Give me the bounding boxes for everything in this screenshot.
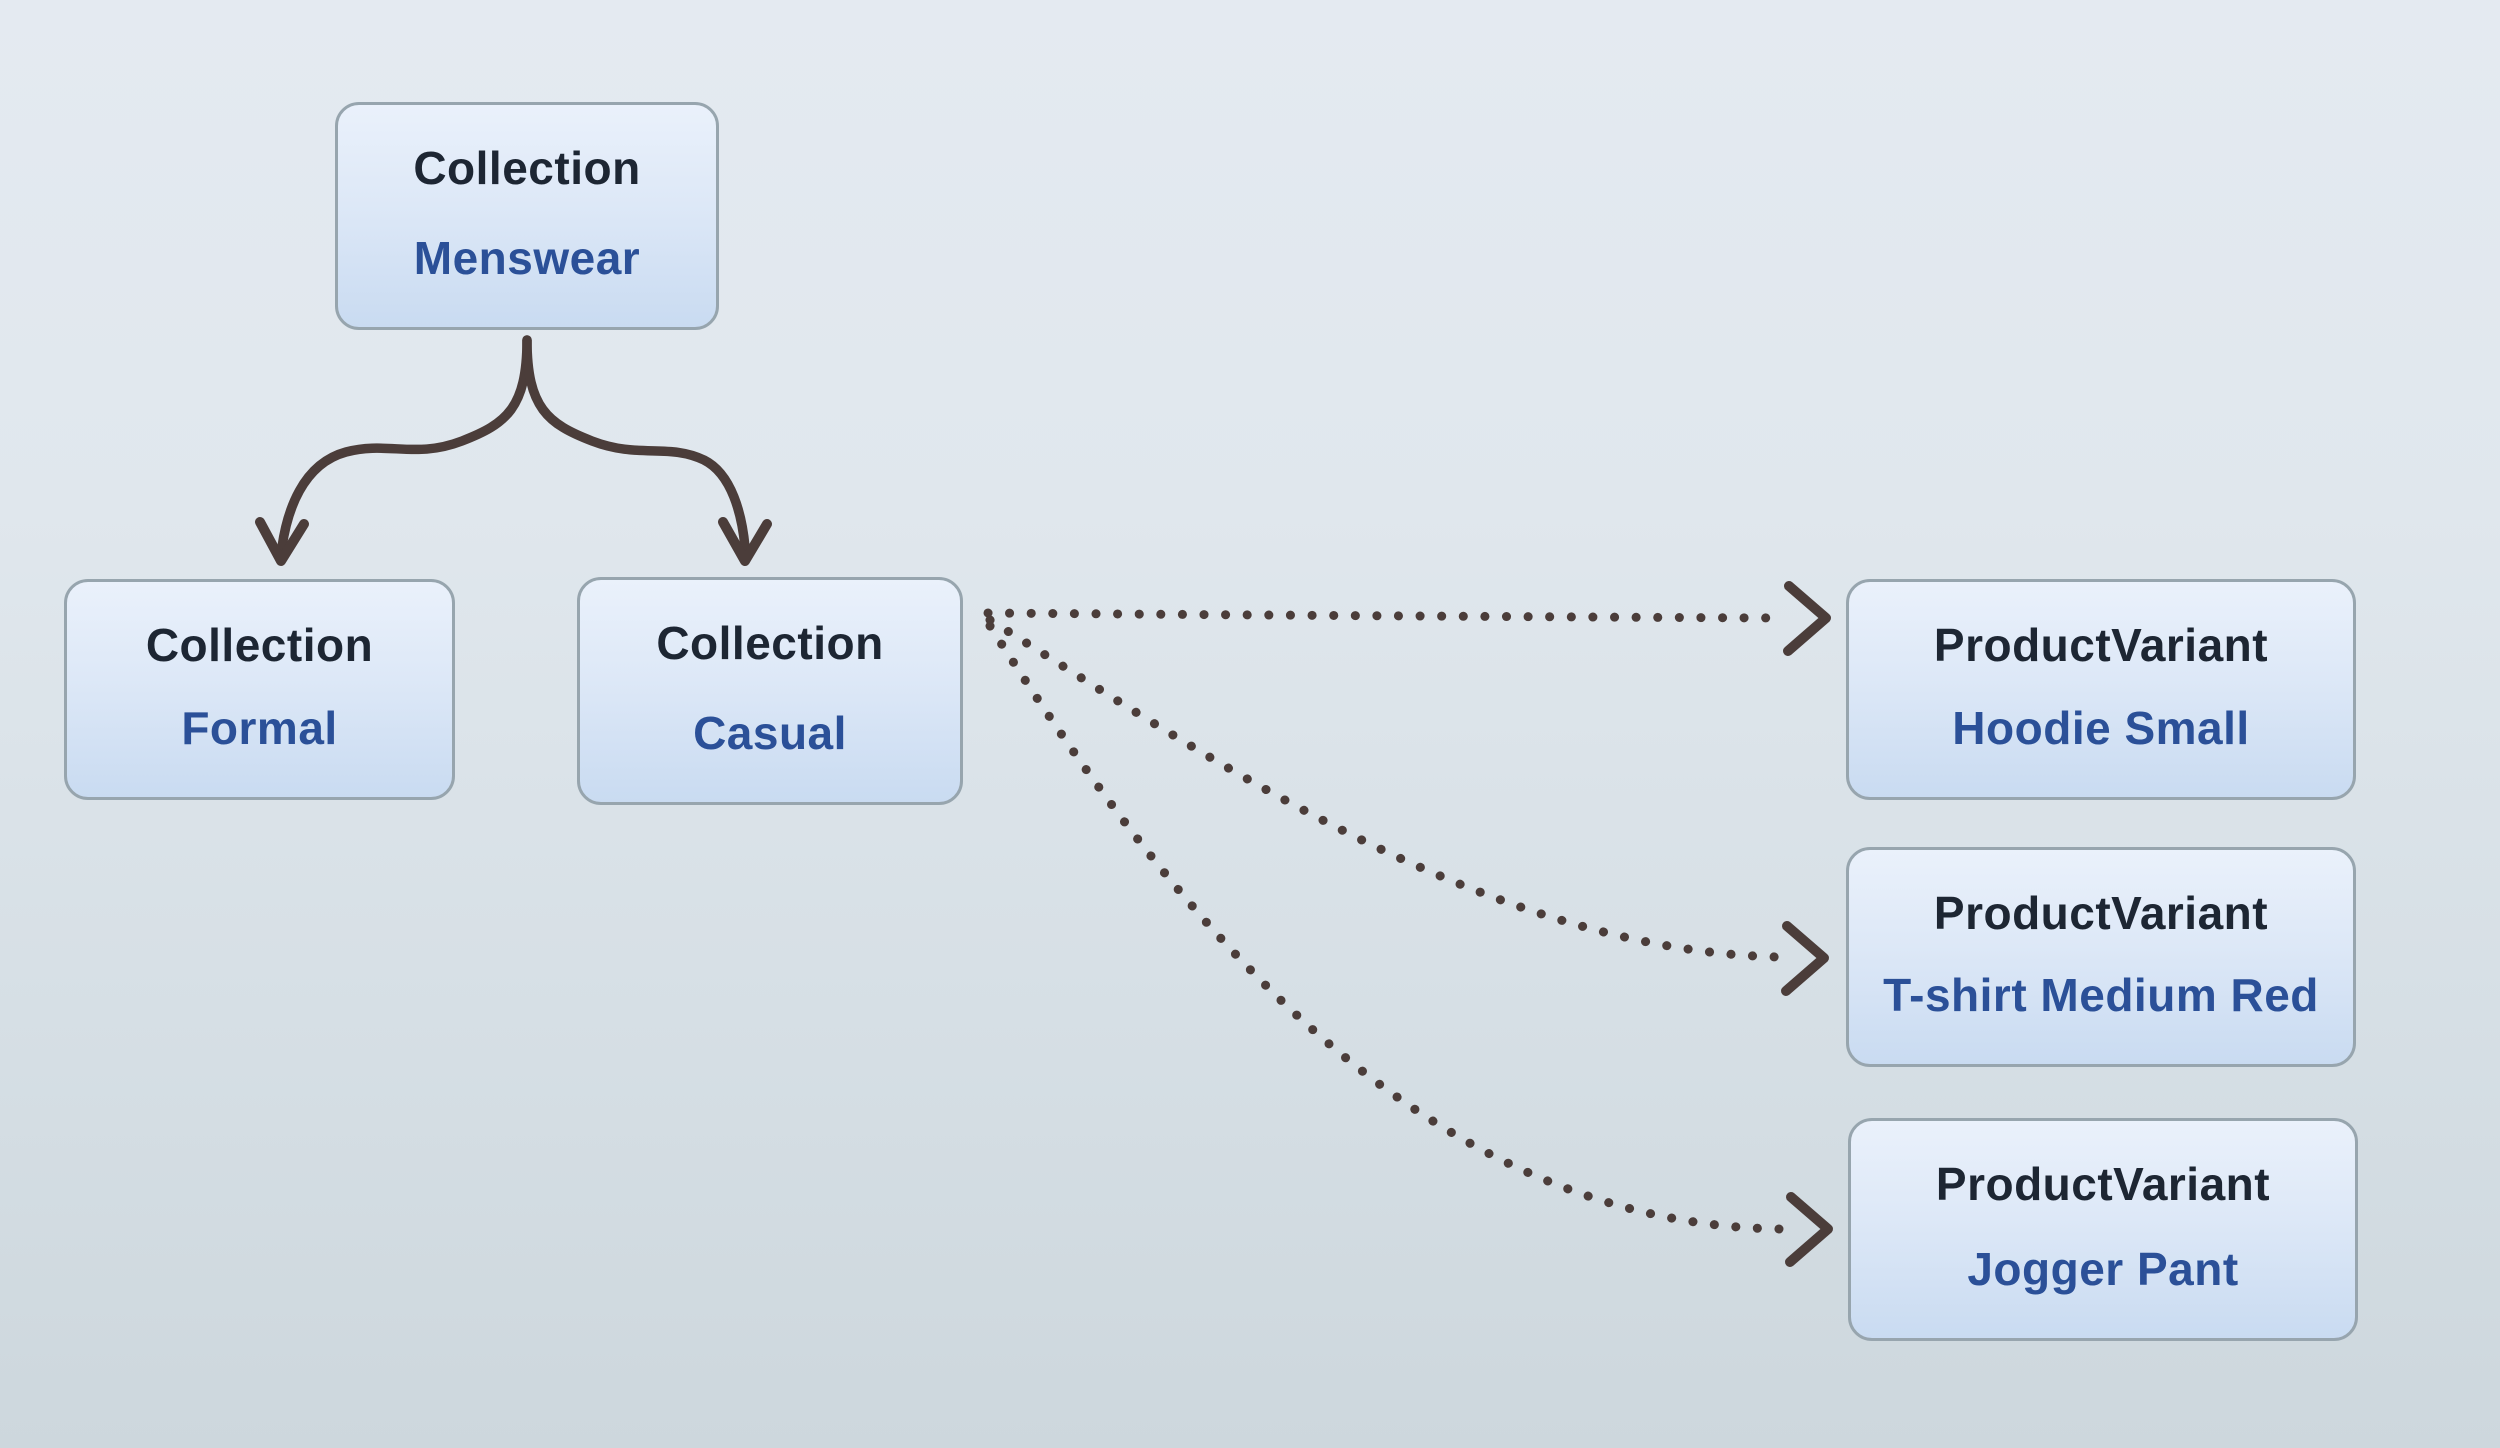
node-type-label: Collection — [656, 617, 884, 669]
node-productvariant-jogger-pant: ProductVariant Jogger Pant — [1848, 1118, 2358, 1341]
node-productvariant-hoodie-small: ProductVariant Hoodie Small — [1846, 579, 2356, 800]
node-collection-formal: Collection Formal — [64, 579, 455, 800]
node-name-label: Jogger Pant — [1967, 1243, 2239, 1295]
arrowhead-down-casual — [718, 517, 772, 566]
node-name-label: Casual — [693, 707, 847, 759]
edge-casual-jogger — [985, 621, 1787, 1234]
node-name-label: Menswear — [413, 232, 641, 284]
edge-casual-hoodie — [983, 608, 1787, 623]
node-type-label: ProductVariant — [1933, 887, 2269, 939]
node-type-label: Collection — [145, 619, 374, 671]
arrowhead-right-tshirt — [1781, 921, 1829, 996]
arrowhead-down-formal — [255, 517, 309, 566]
node-name-label: Formal — [181, 702, 338, 754]
node-productvariant-tshirt-medium-red: ProductVariant T-shirt Medium Red — [1846, 847, 2356, 1067]
node-name-label: T-shirt Medium Red — [1883, 969, 2319, 1021]
arrowhead-right-hoodie — [1783, 581, 1831, 656]
node-collection-menswear: Collection Menswear — [335, 102, 719, 330]
edge-menswear-formal — [277, 335, 532, 552]
node-type-label: Collection — [413, 142, 641, 194]
arrowhead-right-jogger — [1785, 1192, 1833, 1267]
node-type-label: ProductVariant — [1933, 619, 2269, 671]
edge-casual-tshirt — [985, 615, 1783, 962]
edge-menswear-casual — [522, 335, 750, 552]
node-name-label: Hoodie Small — [1952, 702, 2250, 754]
node-type-label: ProductVariant — [1935, 1158, 2271, 1210]
node-collection-casual: Collection Casual — [577, 577, 963, 805]
